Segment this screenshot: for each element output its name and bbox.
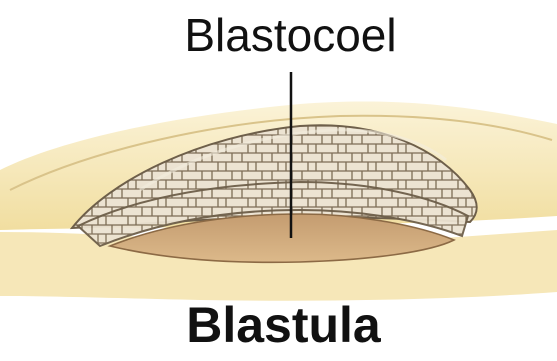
blastocoel-label: Blastocoel bbox=[0, 8, 557, 62]
blastula-title: Blastula bbox=[0, 296, 557, 354]
